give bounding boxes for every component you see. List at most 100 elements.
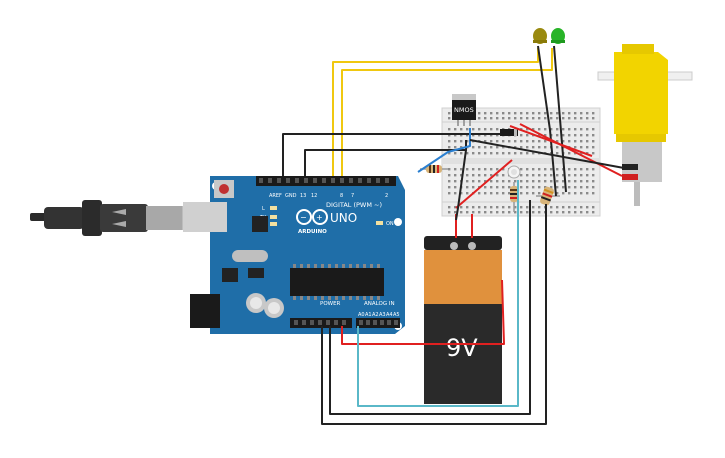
breadboard-hole — [490, 211, 493, 214]
breadboard-hole — [454, 168, 457, 171]
wire-red-diag — [455, 159, 513, 209]
breadboard-hole — [496, 180, 499, 183]
breadboard-hole — [562, 140, 565, 143]
breadboard-hole — [448, 112, 451, 115]
breadboard-hole — [496, 192, 499, 195]
breadboard-hole — [580, 186, 583, 189]
breadboard-hole — [556, 174, 559, 177]
breadboard-hole — [538, 146, 541, 149]
pin-2-label: 2 — [385, 193, 388, 199]
breadboard-hole — [448, 152, 451, 155]
breadboard-hole — [556, 180, 559, 183]
breadboard-hole — [562, 174, 565, 177]
breadboard-hole — [574, 117, 577, 120]
breadboard-hole — [592, 180, 595, 183]
nmos-label: NMOS — [454, 106, 474, 114]
breadboard-hole — [544, 168, 547, 171]
microcontroller-chip — [290, 268, 384, 296]
breadboard-hole — [502, 192, 505, 195]
breadboard-hole — [478, 168, 481, 171]
breadboard-hole — [526, 206, 529, 209]
breadboard-hole — [580, 168, 583, 171]
breadboard-hole — [520, 140, 523, 143]
breadboard-hole — [460, 174, 463, 177]
breadboard-hole — [592, 134, 595, 137]
breadboard-hole — [514, 211, 517, 214]
breadboard-hole — [454, 146, 457, 149]
wire-led-leg-2 — [553, 45, 567, 193]
battery-9v: 9V — [424, 236, 502, 404]
svg-text:+: + — [316, 213, 323, 222]
breadboard-hole — [448, 180, 451, 183]
breadboard-hole — [448, 174, 451, 177]
breadboard-hole — [490, 117, 493, 120]
breadboard-hole — [466, 174, 469, 177]
breadboard-hole — [568, 168, 571, 171]
breadboard-hole — [568, 206, 571, 209]
digital-label: DIGITAL (PWM ~) — [326, 201, 382, 209]
breadboard-hole — [544, 134, 547, 137]
wire-black-gnd-1 — [329, 200, 531, 415]
power-label: POWER — [320, 301, 341, 307]
breadboard-hole — [544, 128, 547, 131]
breadboard-hole — [544, 140, 547, 143]
wire-black-top-1 — [282, 133, 500, 176]
breadboard-hole — [574, 186, 577, 189]
wire-black-bb-mid — [455, 149, 467, 221]
breadboard-hole — [478, 117, 481, 120]
breadboard-hole — [538, 112, 541, 115]
breadboard-hole — [448, 128, 451, 131]
pin-a1-label: A1 — [365, 312, 372, 318]
breadboard-hole — [580, 128, 583, 131]
usb-jack — [183, 202, 227, 232]
breadboard-hole — [454, 152, 457, 155]
breadboard-hole — [532, 117, 535, 120]
breadboard-hole — [580, 117, 583, 120]
pin-13-label: 13 — [300, 193, 306, 199]
breadboard-hole — [472, 186, 475, 189]
breadboard-hole — [592, 168, 595, 171]
breadboard-hole — [538, 134, 541, 137]
breadboard-hole — [556, 152, 559, 155]
dc-motor — [597, 44, 693, 206]
breadboard-hole — [496, 211, 499, 214]
brand-label: ARDUINO — [298, 229, 327, 235]
led-green — [551, 28, 565, 44]
breadboard-hole — [478, 134, 481, 137]
breadboard-hole — [490, 152, 493, 155]
breadboard-hole — [484, 192, 487, 195]
breadboard-hole — [556, 112, 559, 115]
breadboard-hole — [586, 186, 589, 189]
breadboard-hole — [490, 146, 493, 149]
breadboard-hole — [586, 134, 589, 137]
breadboard-hole — [544, 112, 547, 115]
breadboard-hole — [532, 211, 535, 214]
breadboard-hole — [556, 128, 559, 131]
breadboard-hole — [460, 168, 463, 171]
breadboard-hole — [574, 192, 577, 195]
breadboard-hole — [478, 180, 481, 183]
breadboard-hole — [592, 128, 595, 131]
breadboard-hole — [496, 117, 499, 120]
breadboard-hole — [568, 192, 571, 195]
breadboard-hole — [532, 112, 535, 115]
breadboard-hole — [532, 186, 535, 189]
crystal — [232, 250, 268, 262]
pin-a5-label: A5 — [393, 312, 400, 318]
breadboard-hole — [466, 186, 469, 189]
breadboard-hole — [490, 174, 493, 177]
breadboard-hole — [550, 128, 553, 131]
breadboard-hole — [532, 192, 535, 195]
breadboard-hole — [592, 112, 595, 115]
breadboard-hole — [520, 112, 523, 115]
breadboard-hole — [580, 134, 583, 137]
breadboard-hole — [460, 128, 463, 131]
breadboard-hole — [472, 152, 475, 155]
breadboard-hole — [580, 140, 583, 143]
breadboard-hole — [502, 206, 505, 209]
wire-red-bb — [509, 125, 593, 157]
breadboard-hole — [550, 117, 553, 120]
breadboard-hole — [538, 186, 541, 189]
breadboard-hole — [526, 117, 529, 120]
breadboard-hole — [544, 186, 547, 189]
